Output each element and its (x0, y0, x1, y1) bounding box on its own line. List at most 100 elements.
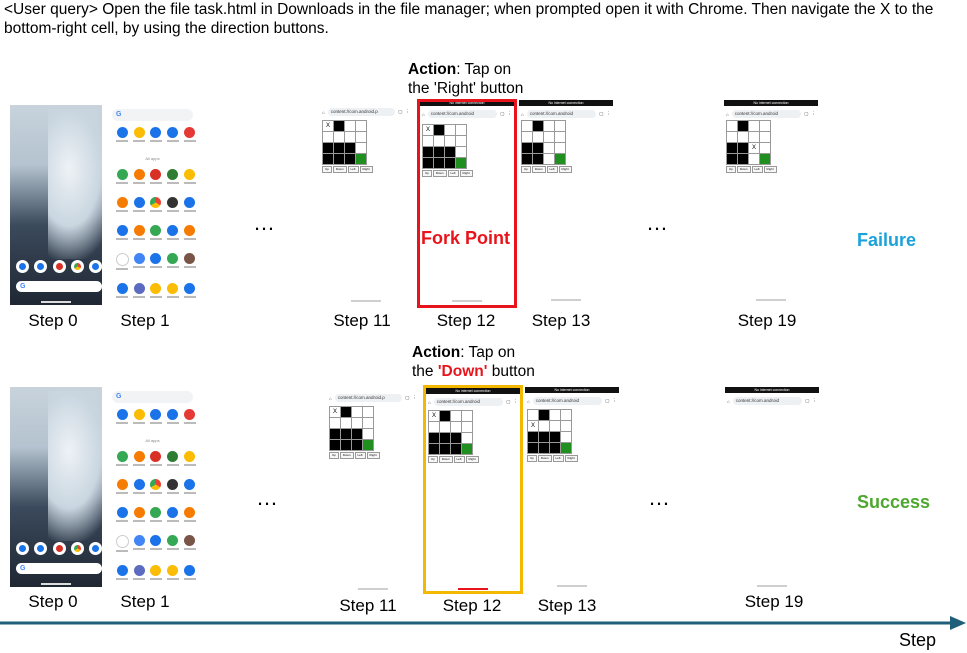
step-label: Step 1 (120, 592, 170, 611)
url-bar: content://com.android (427, 110, 498, 118)
dock-icons (16, 260, 102, 274)
home-icon: ⌂ (322, 109, 325, 115)
home-icon: ⌂ (521, 111, 524, 117)
home-icon: ⌂ (527, 398, 530, 404)
tabs-icon: ▢ (805, 398, 810, 403)
game-grid: X (726, 120, 771, 165)
ellipsis: … (256, 485, 280, 510)
tabs-icon: ▢ (500, 111, 505, 116)
action-caption-row2: Action: Tap on the 'Down' button (412, 344, 535, 380)
step-label: Step 19 (737, 311, 797, 330)
game-grid: X (422, 124, 467, 169)
game-grid: X (329, 406, 374, 451)
screenshot-chrome-step13-row1: No internet connection ⌂ content://com.a… (519, 100, 613, 305)
url-bar: content://com.android.p (327, 108, 396, 116)
gmail-icon (52, 260, 66, 273)
tabs-icon: ▢ (398, 109, 403, 114)
step-label: Step 0 (28, 311, 78, 330)
screenshot-chrome-step12-row1: No internet connection ⌂ content://com.a… (420, 100, 514, 306)
dock-icons (16, 542, 102, 556)
screenshot-chrome-step13-row2: No internet connection ⌂ content://com.a… (525, 387, 619, 591)
fork-point-frame (417, 99, 517, 308)
action-caption-row1: Action: Tap on the 'Right' button (408, 61, 524, 97)
url-bar: content://com.android (731, 110, 802, 118)
ellipsis: … (648, 485, 672, 510)
menu-icon: ⋮ (612, 398, 618, 403)
game-grid: X (428, 410, 473, 455)
phone-icon (16, 260, 29, 273)
url-bar: content://com.android (526, 110, 597, 118)
game-grid: X (527, 409, 572, 454)
google-search-bar: G (16, 281, 102, 292)
step-axis-arrow (0, 616, 966, 630)
menu-icon: ⋮ (412, 395, 418, 400)
home-icon: ⌂ (422, 111, 425, 117)
screenshot-app-drawer-step1-row2: G All apps (108, 387, 197, 587)
alternative-branch-frame (423, 385, 523, 594)
tabs-icon: ▢ (405, 395, 410, 400)
menu-icon: ⋮ (606, 111, 612, 116)
drawer-search-bar: G (112, 109, 193, 121)
menu-icon: ⋮ (811, 111, 817, 116)
screenshot-home-step0-row2: G (10, 387, 102, 587)
step-label: Step 0 (28, 592, 78, 611)
step-label: Step 11 (339, 596, 397, 615)
step-label: Step 11 (333, 311, 391, 330)
chrome-icon (70, 260, 84, 273)
screenshot-chrome-step19-row1: No internet connection ⌂ content://com.a… (724, 100, 818, 305)
outcome-success: Success (857, 492, 931, 512)
fork-point-label: Fork Point (421, 228, 510, 248)
menu-icon: ⋮ (513, 399, 519, 404)
screenshot-home-step0-row1: G (10, 105, 102, 305)
drawer-search-bar: G (112, 391, 193, 403)
url-bar: content://com.android (433, 398, 504, 406)
game-grid: X (322, 120, 367, 165)
ellipsis: … (646, 210, 670, 235)
step-label: Step 13 (537, 596, 597, 615)
screenshot-chrome-step12-row2: No internet connection ⌂ content://com.a… (426, 388, 520, 594)
gmail-icon (52, 542, 66, 555)
tabs-icon: ▢ (804, 111, 809, 116)
menu-icon: ⋮ (507, 111, 513, 116)
menu-icon: ⋮ (405, 109, 411, 114)
game-grid (521, 120, 566, 165)
ellipsis: … (253, 210, 277, 235)
url-bar: content://com.android (532, 397, 603, 405)
chrome-icon (70, 542, 84, 555)
tabs-icon: ▢ (599, 111, 604, 116)
step-label: Step 12 (442, 596, 502, 615)
menu-icon: ⋮ (812, 398, 818, 403)
home-icon: ⌂ (727, 398, 730, 404)
user-query: <User query> Open the file task.html in … (4, 1, 934, 37)
step-label: Step 19 (744, 592, 804, 611)
camera-icon (89, 542, 102, 555)
home-icon: ⌂ (428, 399, 431, 405)
messages-icon (34, 260, 48, 273)
screenshot-app-drawer-step1-row1: G All apps (108, 105, 197, 305)
url-bar: content://com.android.p (334, 394, 403, 402)
google-search-bar: G (16, 563, 102, 574)
tabs-icon: ▢ (506, 399, 511, 404)
outcome-failure: Failure (857, 230, 917, 250)
home-icon: ⌂ (329, 395, 332, 401)
messages-icon (34, 542, 48, 555)
step-label: Step 13 (531, 311, 591, 330)
home-icon: ⌂ (726, 111, 729, 117)
phone-icon (16, 542, 29, 555)
step-axis-label: Step (899, 630, 937, 650)
screenshot-chrome-step19-row2: No internet connection ⌂ content://com.a… (725, 387, 819, 591)
camera-icon (89, 260, 102, 273)
step-label: Step 12 (436, 311, 496, 330)
tabs-icon: ▢ (605, 398, 610, 403)
step-label: Step 1 (120, 311, 170, 330)
url-bar: content://com.android (732, 397, 803, 405)
